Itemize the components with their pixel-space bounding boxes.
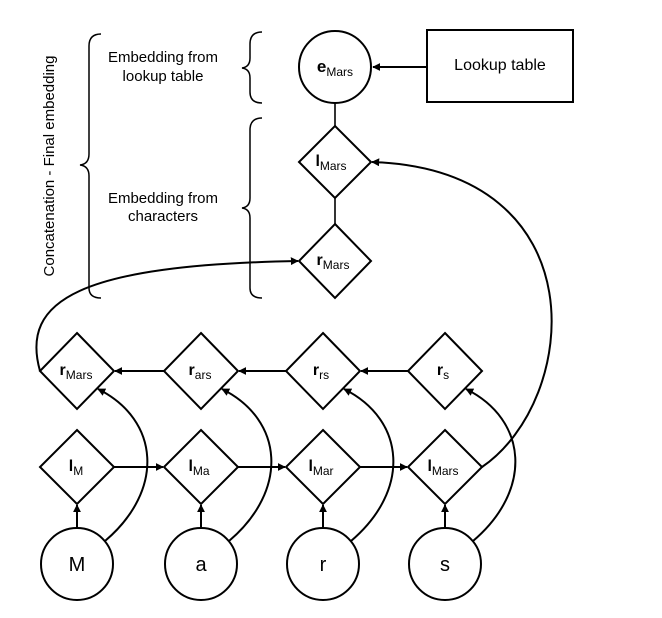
r-ars-node: rars — [162, 331, 240, 411]
brace-lookup-embedding — [241, 31, 263, 104]
l-mars-top-label: lMars — [315, 153, 346, 173]
r-s-node: rs — [406, 331, 484, 411]
e-mars-label: eMars — [317, 57, 353, 79]
l-m-node: lM — [38, 428, 116, 506]
r-mars-top-label: rMars — [317, 252, 350, 272]
l-mars-top-node: lMars — [297, 124, 373, 200]
char-m-label: M — [69, 554, 86, 576]
l-m-label: lM — [69, 458, 83, 478]
edge-cm-to-rmars — [97, 388, 149, 542]
edge-rmars-to-top-rmars — [35, 257, 299, 372]
lookup-table-label: Lookup table — [454, 57, 546, 74]
lookup-table-box: Lookup table — [426, 29, 574, 103]
edge-cs-to-rs — [465, 388, 517, 542]
edge-cr-to-rrs — [343, 388, 395, 542]
r-mars-label: rMars — [60, 362, 93, 382]
l-mar-node: lMar — [284, 428, 362, 506]
r-rs-node: rrs — [284, 331, 362, 411]
r-mars-node: rMars — [38, 331, 116, 411]
l-ma-node: lMa — [162, 428, 240, 506]
char-a-node: a — [164, 527, 238, 601]
embedding-lookup-line1: Embedding from — [108, 49, 218, 66]
r-mars-top-node: rMars — [297, 222, 373, 300]
char-m-node: M — [40, 527, 114, 601]
r-ars-label: rars — [189, 362, 212, 382]
brace-concatenation — [79, 33, 102, 299]
embedding-lookup-line2: lookup table — [123, 68, 204, 85]
l-mars-node: lMars — [406, 428, 484, 506]
l-mars-label: lMars — [427, 458, 458, 478]
l-mar-label: lMar — [308, 458, 333, 478]
l-ma-label: lMa — [188, 458, 209, 478]
r-s-label: rs — [437, 362, 449, 382]
char-a-label: a — [195, 554, 207, 576]
embedding-chars-line2: characters — [128, 208, 198, 225]
r-rs-label: rrs — [313, 362, 329, 382]
char-s-label: s — [440, 554, 450, 576]
e-mars-node: eMars — [298, 30, 372, 104]
char-s-node: s — [408, 527, 482, 601]
char-r-label: r — [320, 554, 327, 576]
brace-char-embedding — [241, 117, 263, 299]
concatenation-label: Concatenation - Final embedding — [41, 56, 58, 277]
char-r-node: r — [286, 527, 360, 601]
embedding-chars-line1: Embedding from — [108, 190, 218, 207]
edge-ca-to-rars — [221, 388, 273, 542]
edge-lmars-to-top-lmars — [371, 158, 553, 468]
